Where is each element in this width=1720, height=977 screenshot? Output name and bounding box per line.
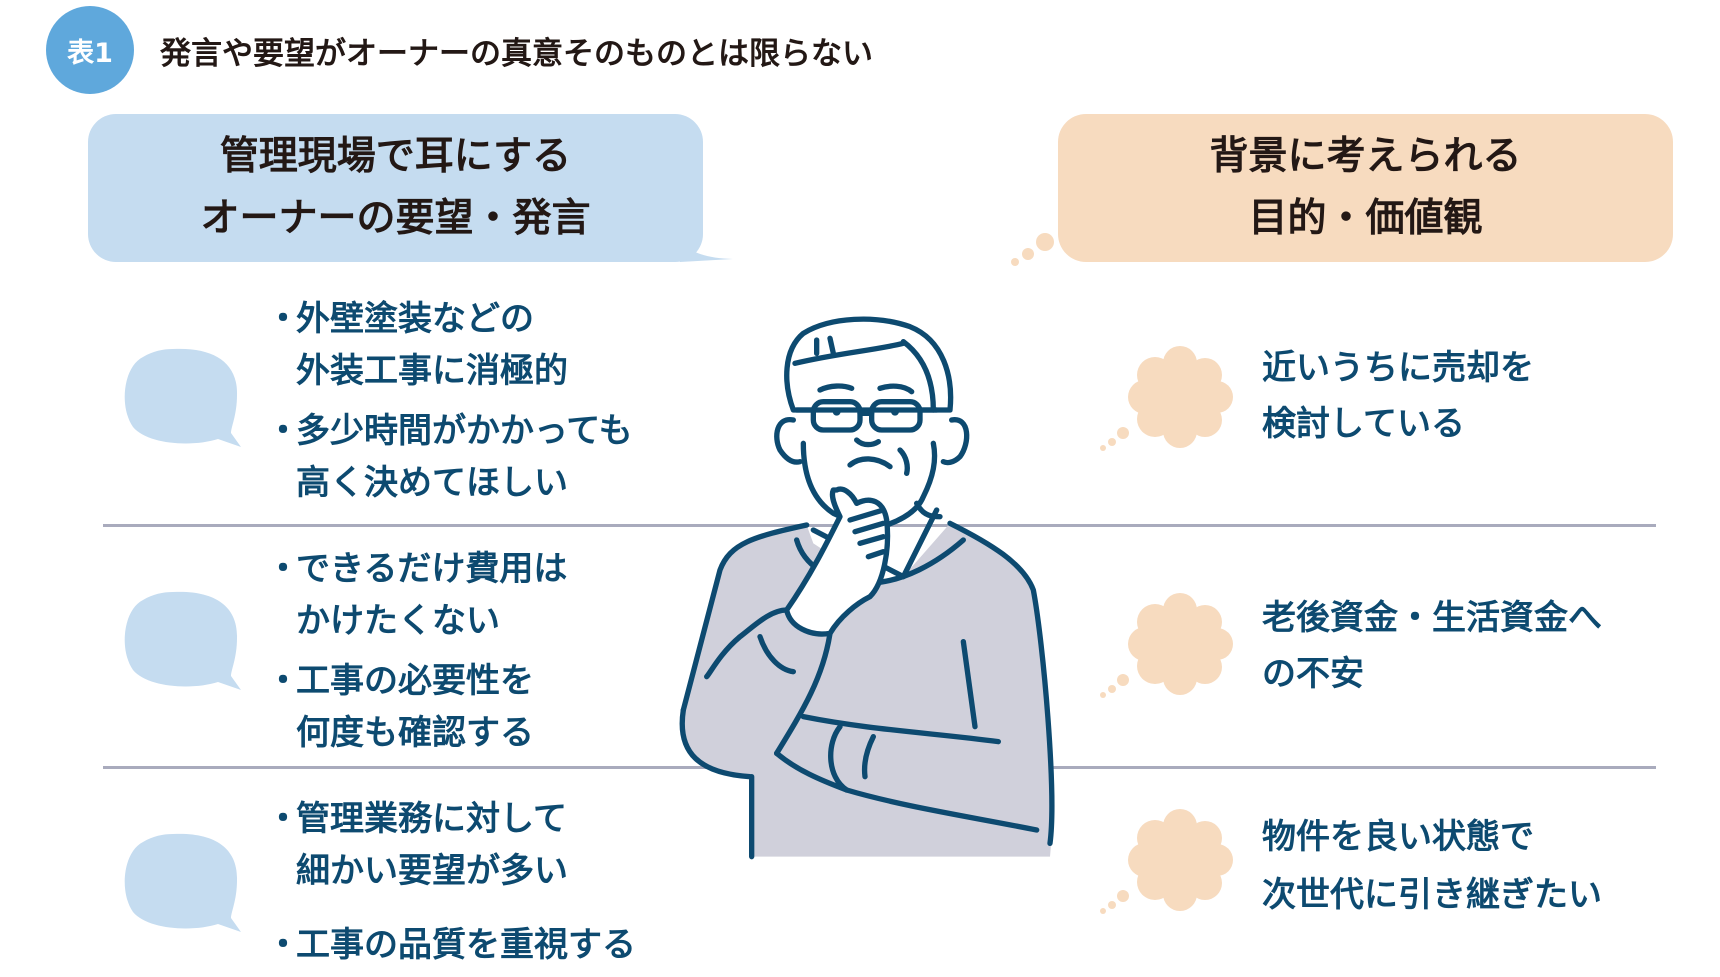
thinking-man-illustration xyxy=(679,316,1055,860)
right-header-line1: 背景に考えられる xyxy=(1209,134,1522,179)
right-column-header: 背景に考えられる 目的・価値観 xyxy=(1058,114,1673,262)
left-header-line2: オーナーの要望・発言 xyxy=(200,196,591,241)
background-row3: 物件を良い状態で 次世代に引き継ぎたい xyxy=(1262,808,1602,924)
background-line: 老後資金・生活資金へ xyxy=(1262,598,1602,638)
page-title: 発言や要望がオーナーの真意そのものとは限らない xyxy=(160,36,873,72)
statement-line: 管理業務に対して xyxy=(296,799,567,839)
speech-bubble-icon xyxy=(124,833,241,932)
left-header-line1: 管理現場で耳にする xyxy=(219,134,572,179)
statement-line: 細かい要望が多い xyxy=(296,851,568,891)
statement-line: 外壁塗装などの xyxy=(296,299,534,339)
thought-cloud-icon xyxy=(1100,809,1233,914)
speech-bubble-icon xyxy=(124,348,241,447)
statement-line: 外装工事に消極的 xyxy=(296,351,568,391)
statement-line: 高く決めてほしい xyxy=(296,463,568,503)
statement-line: かけたくない xyxy=(296,601,500,641)
statement-group-row2: ・ できるだけ費用は かけたくない ・ 工事の必要性を 何度も確認する xyxy=(266,543,567,759)
statement-line: 工事の品質を重視する xyxy=(296,925,636,965)
statement-line: 多少時間がかかっても xyxy=(296,411,633,451)
bullet: ・ xyxy=(266,661,300,701)
background-line: 近いうちに売却を xyxy=(1262,348,1534,388)
bullet: ・ xyxy=(266,925,300,965)
background-line: 物件を良い状態で xyxy=(1262,817,1534,857)
bullet: ・ xyxy=(266,411,300,451)
speech-bubble-icon xyxy=(124,591,241,690)
thought-cloud-icon xyxy=(1100,593,1233,698)
thought-cloud-icon xyxy=(1100,346,1233,451)
bullet: ・ xyxy=(266,299,300,339)
right-header-line2: 目的・価値観 xyxy=(1248,196,1483,241)
bullet: ・ xyxy=(266,799,300,839)
background-row2: 老後資金・生活資金へ の不安 xyxy=(1262,590,1602,702)
bullet: ・ xyxy=(266,549,300,589)
background-line: の不安 xyxy=(1262,654,1364,694)
table-number-badge: 表1 xyxy=(46,6,134,94)
statement-line: できるだけ費用は xyxy=(296,549,568,589)
statement-line: 工事の必要性を xyxy=(296,661,534,701)
thought-dots-icon xyxy=(1011,233,1054,266)
statement-group-row3: ・ 管理業務に対して 細かい要望が多い ・ 工事の品質を重視する xyxy=(266,793,636,971)
background-line: 次世代に引き継ぎたい xyxy=(1262,875,1602,915)
background-row1: 近いうちに売却を 検討している xyxy=(1262,340,1534,452)
statement-group-row1: ・ 外壁塗装などの 外装工事に消極的 ・ 多少時間がかかっても 高く決めてほしい xyxy=(266,293,633,509)
left-column-header: 管理現場で耳にする オーナーの要望・発言 xyxy=(88,114,703,262)
background-line: 検討している xyxy=(1262,404,1465,444)
statement-line: 何度も確認する xyxy=(296,713,534,753)
